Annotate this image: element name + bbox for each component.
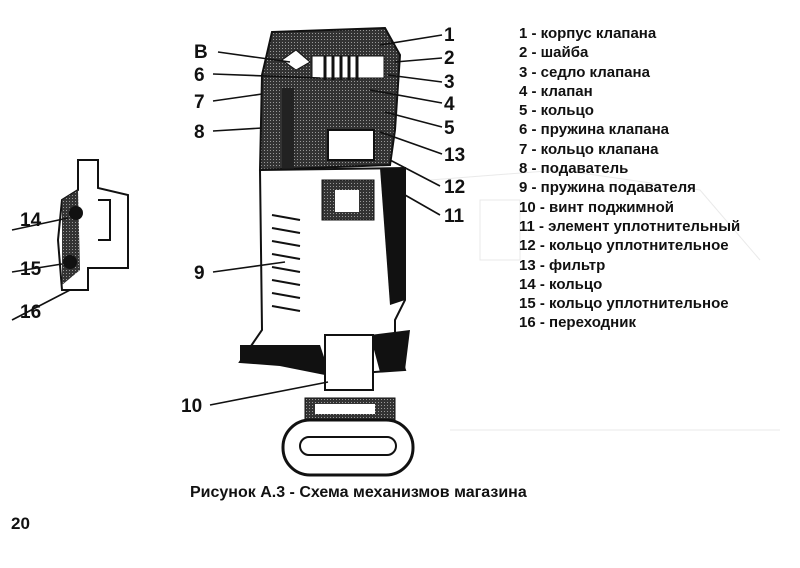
label-2: 2 [444,48,455,69]
clamp-screw-and-loop [281,334,415,477]
label-14: 14 [20,210,42,231]
adapter-part [56,159,129,291]
legend-item: 8 - подаватель [519,160,629,178]
label-12: 12 [444,177,465,198]
legend-item: 7 - кольцо клапана [519,140,659,158]
legend-item: 13 - фильтр [519,256,606,274]
label-13: 13 [444,145,465,166]
legend-item: 14 - кольцо [519,275,603,293]
figure-caption: Рисунок А.3 - Схема механизмов магазина [190,484,527,501]
label-10: 10 [181,396,202,417]
legend-item: 10 - винт поджимной [519,198,674,216]
label-6: 6 [194,65,205,86]
leader-lines [11,34,443,406]
label-9: 9 [194,263,205,284]
filter [327,129,375,161]
legend-item: 16 - переходник [519,314,636,332]
valve-spring [323,56,359,80]
parts-legend: 1 - корпус клапана 2 - шайба 3 - седло к… [519,24,740,333]
feeder-spring [271,214,301,312]
label-7: 7 [194,92,205,113]
legend-item: 9 - пружина подавателя [519,179,696,197]
label-B: В [194,42,208,63]
label-11: 11 [444,206,465,227]
legend-item: 4 - клапан [519,82,593,100]
legend-item: 6 - пружина клапана [519,121,670,139]
legend-item: 2 - шайба [519,44,589,62]
label-16: 16 [20,302,41,323]
page-number: 20 [11,514,30,533]
legend-item: 3 - седло клапана [519,63,650,81]
label-5: 5 [444,118,455,139]
ring-14 [69,206,83,220]
label-4: 4 [444,94,455,115]
legend-item: 11 - элемент уплотнительный [519,217,741,235]
label-8: 8 [194,122,205,143]
label-15: 15 [20,259,42,280]
legend-item: 5 - кольцо [519,102,594,120]
magazine-housing [238,166,410,377]
label-1: 1 [444,25,455,46]
label-3: 3 [444,72,455,93]
bleed-through [429,169,780,431]
legend-item: 15 - кольцо уплотнительное [519,295,729,313]
legend-item: 12 - кольцо уплотнительное [519,237,729,255]
legend-item: 1 - корпус клапана [519,25,657,42]
seal-ring-15 [63,255,77,269]
